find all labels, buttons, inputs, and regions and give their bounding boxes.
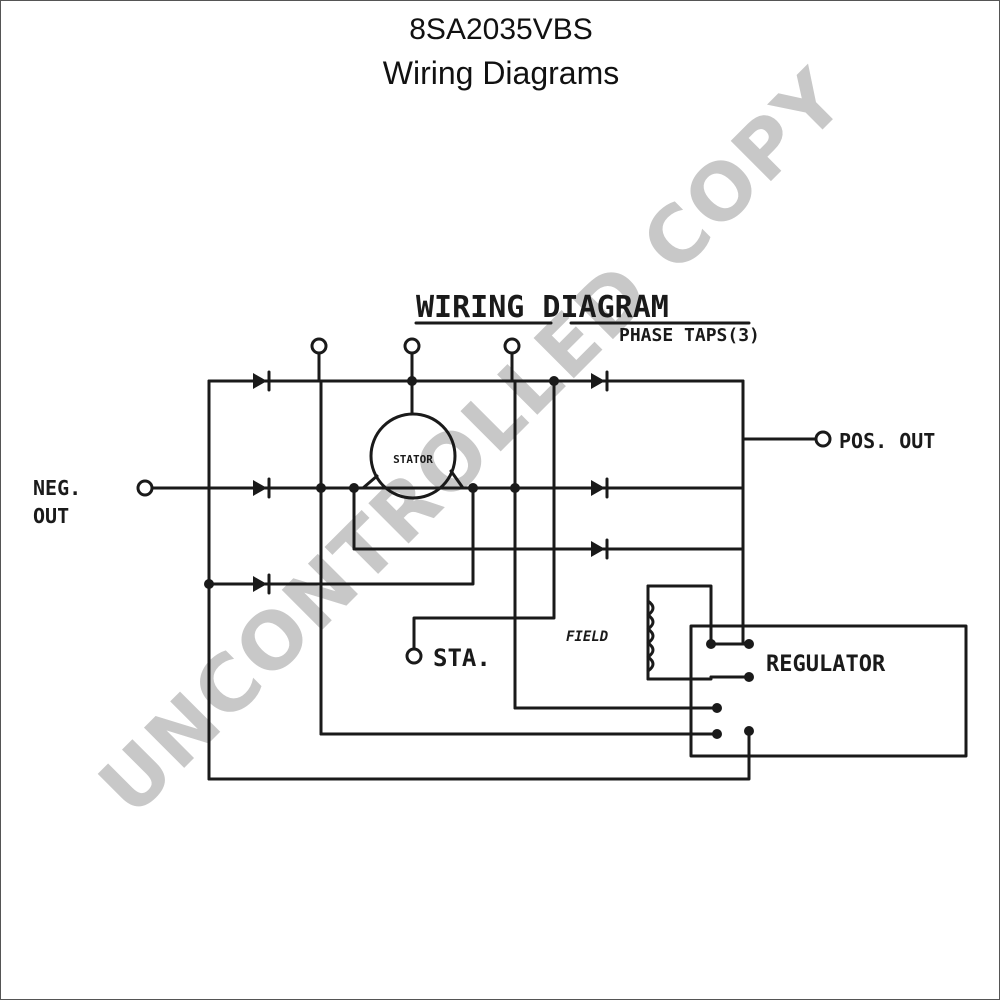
field-label: FIELD [566,629,608,645]
regulator-label: REGULATOR [766,652,886,677]
phase-taps-label: PHASE TAPS(3) [619,325,760,346]
stator-lead-left [352,474,379,490]
diode-middle-left [253,477,271,499]
diagram-heading: WIRING DIAGRAM [416,290,669,325]
regulator-terminal-1 [706,639,716,649]
regulator-terminal-6 [744,726,754,736]
regulator-terminal-4 [712,703,722,713]
page-title: Wiring Diagrams [382,55,620,91]
watermark: UNCONTROLLED COPY [83,53,863,833]
part-number: 8SA2035VBS [409,13,593,46]
pos-out-label: POS. OUT [839,429,935,453]
regulator-box [689,624,968,758]
stator-label: STATOR [393,453,433,466]
phase-tap-terminal-1[interactable] [310,337,328,355]
phase-column-2 [352,486,745,551]
junction-lower-left [204,579,214,589]
stator-lead-right [449,469,475,490]
sta-label: STA. [433,644,491,672]
regulator-terminal-5 [712,729,722,739]
sta-wire [412,379,556,651]
phase-tap-terminal-2[interactable] [403,337,421,355]
neg-out-label-line1: NEG. [33,476,81,500]
sta-terminal[interactable] [405,647,423,665]
ground-return-wire [207,729,751,781]
neg-out-terminal[interactable] [136,479,154,497]
phase-branch-4 [207,486,475,586]
diode-top-right [591,370,609,392]
diode-lower-right [591,538,609,560]
field-coil [646,584,713,681]
pos-out-terminal[interactable] [814,430,832,448]
diode-lower-left [253,573,271,595]
diode-top-left [253,370,271,392]
regulator-terminal-2 [744,639,754,649]
diode-middle-right [591,477,609,499]
neg-out-label-line2: OUT [33,504,69,528]
